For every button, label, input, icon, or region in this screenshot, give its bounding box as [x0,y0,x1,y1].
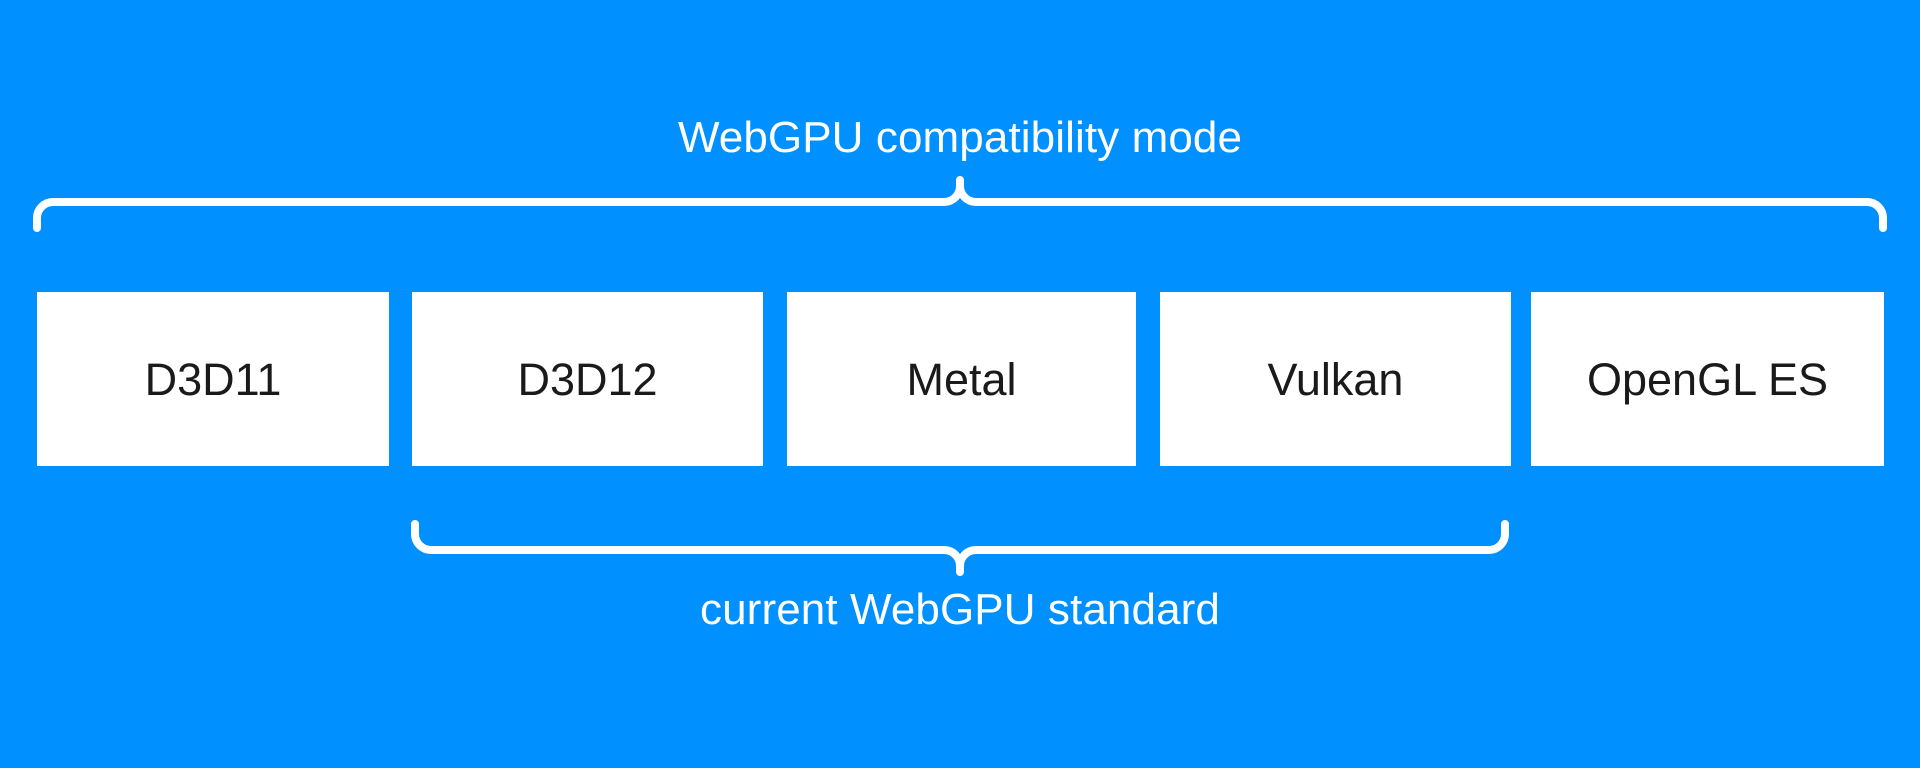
backend-box-d3d11[interactable]: D3D11 [37,292,389,466]
top-brace-icon [33,176,1887,232]
top-group-label: WebGPU compatibility mode [677,113,1243,162]
backend-box-label: D3D12 [517,353,658,405]
backend-boxes-row: D3D11 D3D12 Metal Vulkan OpenGL ES [0,292,1920,466]
backend-box-d3d12[interactable]: D3D12 [412,292,763,466]
backend-box-label: Metal [906,353,1017,405]
bottom-brace-icon [411,520,1509,576]
backend-box-opengl-es[interactable]: OpenGL ES [1531,292,1884,466]
backend-box-vulkan[interactable]: Vulkan [1160,292,1511,466]
backend-box-label: Vulkan [1267,353,1404,405]
backend-box-label: OpenGL ES [1587,353,1828,405]
bottom-group-label: current WebGPU standard [700,585,1220,634]
backend-box-label: D3D11 [144,353,282,405]
backend-box-metal[interactable]: Metal [787,292,1136,466]
